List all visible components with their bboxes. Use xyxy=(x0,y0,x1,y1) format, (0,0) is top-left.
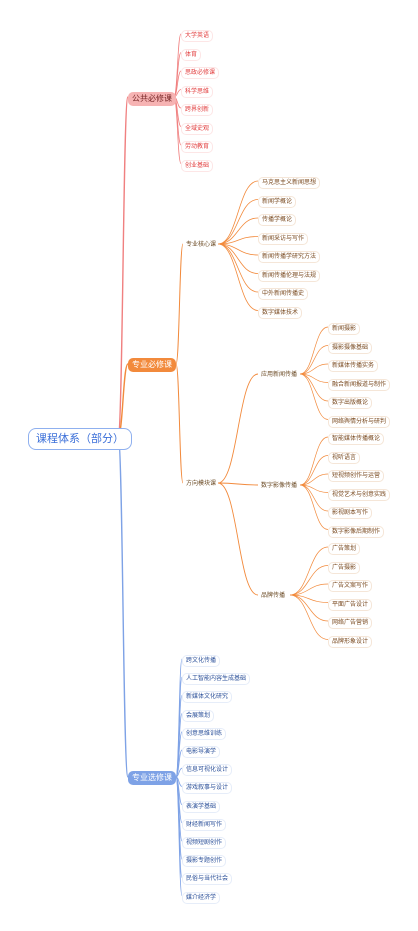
link-core-3 xyxy=(217,236,259,245)
leaf-elective-11[interactable]: 摄影专题创作 xyxy=(182,855,227,868)
leaf-applied-0[interactable]: 新闻摄影 xyxy=(328,323,361,335)
leaf-digital-2[interactable]: 短视频创作与运营 xyxy=(328,470,385,482)
sub-digital[interactable]: 数字影像传播 xyxy=(261,482,298,489)
leaf-applied-3[interactable]: 融合新闻报道与制作 xyxy=(328,378,391,391)
sub-applied[interactable]: 应用新闻传播 xyxy=(261,371,298,378)
leaf-public-5[interactable]: 全域史观 xyxy=(181,122,214,135)
leaf-public-0[interactable]: 大学英语 xyxy=(181,30,214,42)
leaf-core-1[interactable]: 新闻学概论 xyxy=(258,195,297,208)
link-digital-1 xyxy=(299,455,329,486)
link-root-public xyxy=(117,96,129,437)
leaf-brand-1[interactable]: 广告摄影 xyxy=(328,561,361,574)
link-elective-13 xyxy=(175,776,183,896)
leaf-core-0[interactable]: 马克思主义新闻思想 xyxy=(258,177,321,189)
link-core-1 xyxy=(217,199,259,245)
link-brand-1 xyxy=(289,565,329,596)
link-module-brand xyxy=(217,482,259,596)
branch-public[interactable]: 公共必修课 xyxy=(128,92,176,106)
leaf-elective-13[interactable]: 媒介经济学 xyxy=(182,891,221,904)
leaf-digital-3[interactable]: 视觉艺术与创意实践 xyxy=(328,488,391,501)
leaf-elective-6[interactable]: 信息可视化设计 xyxy=(182,764,233,777)
root-node[interactable]: 课程体系（部分） xyxy=(28,428,132,450)
leaf-public-4[interactable]: 跨界创新 xyxy=(181,104,214,116)
leaf-core-2[interactable]: 传播学概论 xyxy=(258,214,297,226)
leaf-brand-4[interactable]: 网络广告营销 xyxy=(328,617,373,629)
sub-module[interactable]: 方向模块课 xyxy=(186,480,217,487)
link-core-0 xyxy=(217,180,259,245)
leaf-public-2[interactable]: 思政必修课 xyxy=(181,67,220,79)
sub-core[interactable]: 专业核心课 xyxy=(186,241,217,248)
leaf-public-7[interactable]: 创业基础 xyxy=(181,159,214,172)
link-core-6 xyxy=(217,243,259,293)
link-module-applied xyxy=(217,373,259,484)
leaf-elective-12[interactable]: 民俗与当代社会 xyxy=(182,873,233,886)
leaf-elective-4[interactable]: 创意思维训练 xyxy=(182,727,227,740)
leaf-elective-9[interactable]: 财经新闻写作 xyxy=(182,818,227,831)
leaf-applied-1[interactable]: 摄影摄像基础 xyxy=(328,341,373,354)
link-public-0 xyxy=(173,33,182,98)
leaf-applied-5[interactable]: 网络舆情分析与研判 xyxy=(328,415,391,428)
link-brand-0 xyxy=(289,546,329,596)
leaf-applied-4[interactable]: 数字出版概论 xyxy=(328,397,373,409)
link-major-core xyxy=(175,243,184,365)
link-core-5 xyxy=(217,243,259,274)
leaf-public-3[interactable]: 科学思维 xyxy=(181,85,214,98)
leaf-digital-5[interactable]: 数字影像后期制作 xyxy=(328,525,385,538)
leaf-elective-1[interactable]: 人工智能内容生成基础 xyxy=(182,673,251,686)
leaf-core-3[interactable]: 新闻采访与写作 xyxy=(258,232,309,245)
link-major-module xyxy=(175,363,184,484)
link-digital-0 xyxy=(299,436,329,486)
link-applied-5 xyxy=(299,373,329,420)
link-brand-2 xyxy=(289,583,329,596)
leaf-digital-0[interactable]: 智能媒体传播概论 xyxy=(328,433,385,445)
link-applied-1 xyxy=(299,345,329,375)
leaf-brand-2[interactable]: 广告文案写作 xyxy=(328,580,373,592)
leaf-digital-1[interactable]: 视听语言 xyxy=(328,451,361,464)
branch-major[interactable]: 专业必修课 xyxy=(128,358,176,372)
leaf-applied-2[interactable]: 新媒体传播实务 xyxy=(328,360,379,372)
leaf-public-1[interactable]: 体育 xyxy=(181,48,202,61)
leaf-elective-10[interactable]: 视频短剧创作 xyxy=(182,837,227,849)
leaf-elective-3[interactable]: 会展策划 xyxy=(182,709,215,722)
leaf-brand-3[interactable]: 平面广告设计 xyxy=(328,598,373,611)
link-core-2 xyxy=(217,217,259,245)
sub-brand[interactable]: 品牌传播 xyxy=(261,592,286,599)
link-applied-0 xyxy=(299,326,329,375)
link-elective-6 xyxy=(175,767,183,778)
leaf-elective-5[interactable]: 电影导演学 xyxy=(182,746,221,758)
leaf-core-5[interactable]: 新闻传播伦理与法规 xyxy=(258,269,321,282)
link-root-elective xyxy=(117,435,129,778)
leaf-public-6[interactable]: 劳动教育 xyxy=(181,141,214,153)
leaf-core-4[interactable]: 新闻传播学研究方法 xyxy=(258,251,321,263)
link-brand-5 xyxy=(289,594,329,640)
link-digital-5 xyxy=(299,484,329,530)
link-public-6 xyxy=(173,96,182,146)
leaf-elective-7[interactable]: 游戏叙事与设计 xyxy=(182,782,233,795)
leaf-elective-0[interactable]: 跨文化传播 xyxy=(182,655,221,667)
link-applied-2 xyxy=(299,363,329,375)
leaf-elective-8[interactable]: 表演学基础 xyxy=(182,800,221,813)
leaf-core-7[interactable]: 数字媒体技术 xyxy=(258,306,303,319)
leaf-elective-2[interactable]: 新媒体文化研究 xyxy=(182,691,233,704)
leaf-brand-5[interactable]: 品牌形象设计 xyxy=(328,635,373,648)
link-elective-5 xyxy=(175,749,183,778)
link-digital-2 xyxy=(299,473,329,486)
leaf-core-6[interactable]: 中外新闻传播史 xyxy=(258,288,309,300)
link-core-7 xyxy=(217,243,259,311)
leaf-brand-0[interactable]: 广告策划 xyxy=(328,543,361,555)
link-module-digital xyxy=(217,482,259,486)
leaf-digital-4[interactable]: 影视剧本写作 xyxy=(328,507,373,519)
branch-elective[interactable]: 专业选修课 xyxy=(128,771,176,785)
